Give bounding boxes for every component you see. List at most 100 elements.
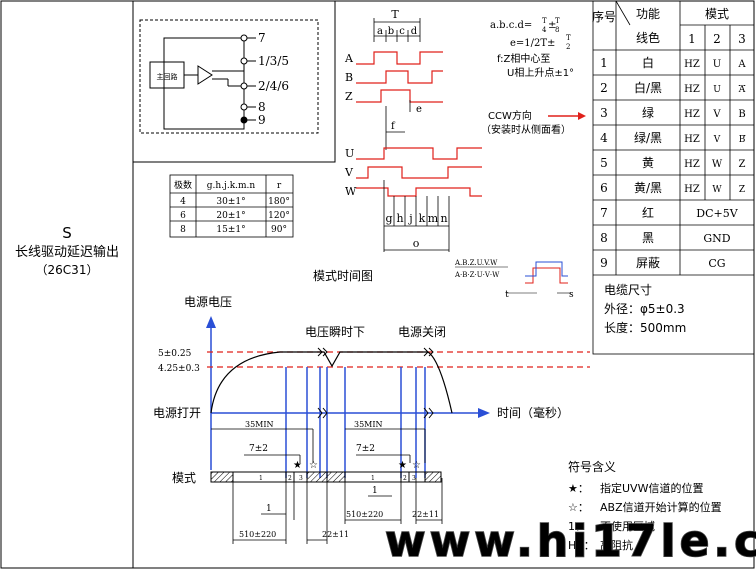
table-cell: 20±1° <box>216 211 245 221</box>
mode-value: HZ <box>684 59 700 70</box>
mode-col: 2 <box>713 32 721 46</box>
uvw-timing <box>356 147 482 252</box>
formula-num: T <box>542 17 547 25</box>
mode-value: HZ <box>684 84 700 95</box>
wire-color: 绿/黑 <box>634 130 662 145</box>
ccw-label: CCW方向 <box>488 109 532 122</box>
mode-col: 3 <box>738 32 746 46</box>
symbol-key: HZ： <box>568 539 595 552</box>
legend-s: s <box>569 290 574 300</box>
interval-label: 1 <box>372 486 378 496</box>
mode-axis-label: 模式 <box>172 471 196 485</box>
segment-label: 3 <box>299 475 303 482</box>
ccw-arrow-icon <box>548 112 586 120</box>
star-mark: ★ <box>293 460 302 471</box>
signal-label: Z <box>345 90 353 103</box>
model-chip: （26C31） <box>36 263 99 277</box>
abz-timing <box>356 18 443 150</box>
symbol-text: ABZ信道开始计算的位置 <box>600 500 722 514</box>
wire-color: 屏蔽 <box>636 256 660 270</box>
mode-value: B <box>739 135 746 145</box>
wire-color: 黑 <box>642 231 654 245</box>
abz-labels: T a b c d A B Z e f <box>344 8 422 132</box>
min-label: 35MIN <box>245 420 274 429</box>
cable-length: 长度：500mm <box>604 320 686 335</box>
legend-top: A.B.Z.U.V.W <box>454 259 498 267</box>
mode-value: HZ <box>684 184 700 195</box>
ccw-note: （安装时从侧面看） <box>481 123 571 136</box>
wire-color: 白/黑 <box>634 80 662 95</box>
segment-label: 2 <box>403 475 407 482</box>
phase-label: n <box>440 212 447 225</box>
wire-color: 黄 <box>642 156 654 170</box>
mode-value: HZ <box>684 159 700 170</box>
table-cell: 90° <box>271 225 287 235</box>
e-label: e <box>416 104 422 115</box>
row-number: 1 <box>600 56 608 70</box>
power-timing-text: 电源电压 5±0.25 4.25±0.3 电压瞬时下 电源关闭 电源打开 时间（… <box>153 295 569 539</box>
time-axis-label: 时间（毫秒） <box>497 405 569 420</box>
model-label: S 长线驱动延迟输出 （26C31） <box>15 224 119 277</box>
o-label: o <box>413 237 420 250</box>
symbol-legend-title: 符号含义 <box>568 459 616 474</box>
formula-pm: ± <box>548 20 556 31</box>
signal-label: U <box>345 147 354 160</box>
formula-den: 4 <box>542 26 547 34</box>
phase-label: b <box>388 26 394 37</box>
mode-value: A <box>737 59 746 70</box>
formula-den: 2 <box>566 43 570 51</box>
wire-color: 绿 <box>642 105 654 120</box>
mode-value: HZ <box>684 109 700 120</box>
small-legend <box>455 261 571 294</box>
mode-value: U <box>713 59 721 70</box>
poles-table <box>169 174 294 238</box>
symbol-legend: 符号含义 ★： 指定UVW信道的位置 ☆： ABZ信道开始计算的位置 1： 不使… <box>568 459 722 552</box>
row-number: 8 <box>600 231 608 245</box>
symbol-key: ★： <box>568 482 589 495</box>
table-cell: 6 <box>180 211 186 221</box>
table-cell: 30±1° <box>216 197 245 207</box>
star-mark: ★ <box>398 460 407 471</box>
table-cell: 8 <box>180 225 186 235</box>
wire-table-header: 序号 功能 线色 模式 1 2 3 <box>592 7 746 46</box>
symbol-text: 高阻抗 <box>600 538 633 552</box>
mode-header: 模式 <box>705 7 729 21</box>
voltage-level: 4.25±0.3 <box>158 364 200 374</box>
voltage-level: 5±0.25 <box>158 349 192 359</box>
interval-label: 1 <box>266 504 272 514</box>
row-number: 5 <box>600 156 608 170</box>
mode-span-value: CG <box>708 257 725 270</box>
pin-label: 9 <box>258 113 266 127</box>
interval-label: 22±11 <box>322 530 349 539</box>
legend-t: t <box>505 290 509 300</box>
mode-value: Z <box>739 185 745 195</box>
phase-label: a <box>377 26 383 37</box>
mode-col: 1 <box>688 32 696 46</box>
mode-value: W <box>712 185 722 195</box>
table-cell: 4 <box>180 197 186 207</box>
segment-label: 3 <box>412 475 416 482</box>
signal-label: B <box>345 71 353 84</box>
phase-label: c <box>399 26 405 37</box>
mode-value: U <box>713 85 721 95</box>
circuit-schematic <box>139 19 319 134</box>
f-label: f <box>391 121 396 132</box>
hollow-star-mark: ☆ <box>412 460 421 471</box>
model-code: S <box>62 224 72 242</box>
mode-value: V <box>712 109 721 120</box>
formula-num: T <box>555 17 560 25</box>
table-header: 极数 <box>174 179 192 191</box>
voltage-dip-label: 电压瞬时下 <box>305 325 365 339</box>
table-header: g.h.j.k.m.n <box>207 181 256 191</box>
row-number: 3 <box>600 106 608 120</box>
symbol-key: ☆： <box>568 501 589 514</box>
phase-label: j <box>407 212 412 225</box>
mode-span-value: DC+5V <box>696 207 738 220</box>
power-voltage-title: 电源电压 <box>184 295 232 309</box>
mode-value: HZ <box>684 134 700 145</box>
wire-table <box>592 0 755 355</box>
pin-label: 1/3/5 <box>258 54 289 68</box>
row-number: 9 <box>600 256 608 270</box>
